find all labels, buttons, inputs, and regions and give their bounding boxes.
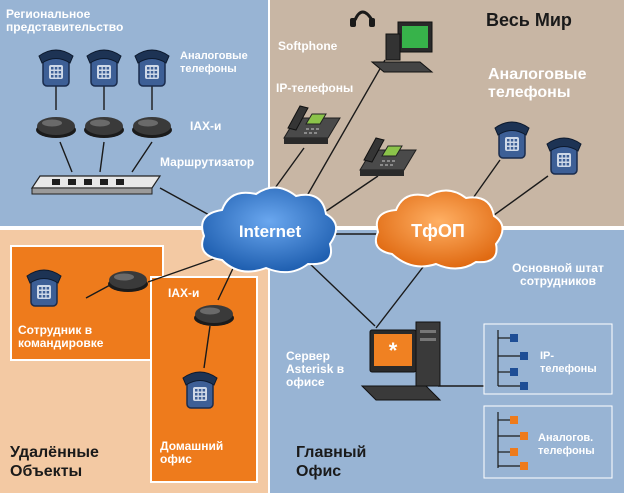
remote-iax-label: IAX-и bbox=[168, 286, 200, 300]
router-icon bbox=[30, 175, 162, 195]
main-office-title-2: Офис bbox=[296, 463, 342, 480]
ip-phone-icon bbox=[283, 105, 341, 145]
regional-title: Региональное представительство bbox=[6, 7, 124, 34]
svg-text:*: * bbox=[389, 338, 398, 363]
main-office-title-1: Главный bbox=[296, 444, 367, 461]
regional-iax-device bbox=[84, 117, 124, 138]
regional-analog-phone bbox=[86, 49, 122, 87]
regional-iax-device bbox=[132, 117, 172, 138]
regional-iax-label: IAX-и bbox=[190, 119, 222, 133]
trip-analog-phone bbox=[26, 269, 62, 307]
asterisk-server-label: Сервер Asterisk в офисе bbox=[286, 349, 345, 389]
remote-title-2: Объекты bbox=[10, 463, 83, 480]
trip-iax-device bbox=[108, 271, 148, 292]
regional-analog-phone bbox=[134, 49, 170, 87]
home-iax-device bbox=[194, 305, 234, 326]
regional-iax-device bbox=[36, 117, 76, 138]
asterisk-server-icon: * bbox=[360, 321, 442, 401]
ip-phone-icon bbox=[359, 137, 417, 177]
ip-phones-label: IP-телефоны bbox=[276, 81, 354, 95]
world-analog-phone bbox=[546, 137, 582, 175]
router-label: Маршрутизатор bbox=[160, 155, 255, 169]
regional-analog-label: Аналоговые телефоны bbox=[180, 50, 248, 75]
ip-phones-list-label: IP-телефоны bbox=[540, 350, 597, 375]
regional-analog-phone bbox=[38, 49, 74, 87]
home-office-label: Домашний офис bbox=[160, 439, 224, 466]
world-title: Весь Мир bbox=[486, 10, 572, 30]
remote-title-1: Удалённые bbox=[10, 444, 99, 461]
employee-trip-label: Сотрудник в командировке bbox=[18, 323, 104, 350]
staff-bracket bbox=[483, 323, 613, 479]
pstn-cloud bbox=[374, 189, 504, 270]
world-analog-phone bbox=[494, 121, 530, 159]
staff-label: Основной штат сотрудников bbox=[512, 261, 604, 288]
internet-label: Internet bbox=[238, 222, 302, 241]
pstn-label: ТфОП bbox=[411, 221, 465, 241]
world-panel bbox=[270, 0, 624, 226]
internet-cloud bbox=[201, 186, 337, 274]
analog-phones-list-label: Аналогов. телефоны bbox=[538, 432, 595, 457]
softphone-label: Softphone bbox=[278, 39, 338, 53]
home-analog-phone bbox=[182, 371, 218, 409]
softphone-icon bbox=[350, 10, 434, 73]
world-analog-label: Аналоговые телефоны bbox=[488, 66, 587, 101]
main-office-panel bbox=[270, 230, 624, 493]
